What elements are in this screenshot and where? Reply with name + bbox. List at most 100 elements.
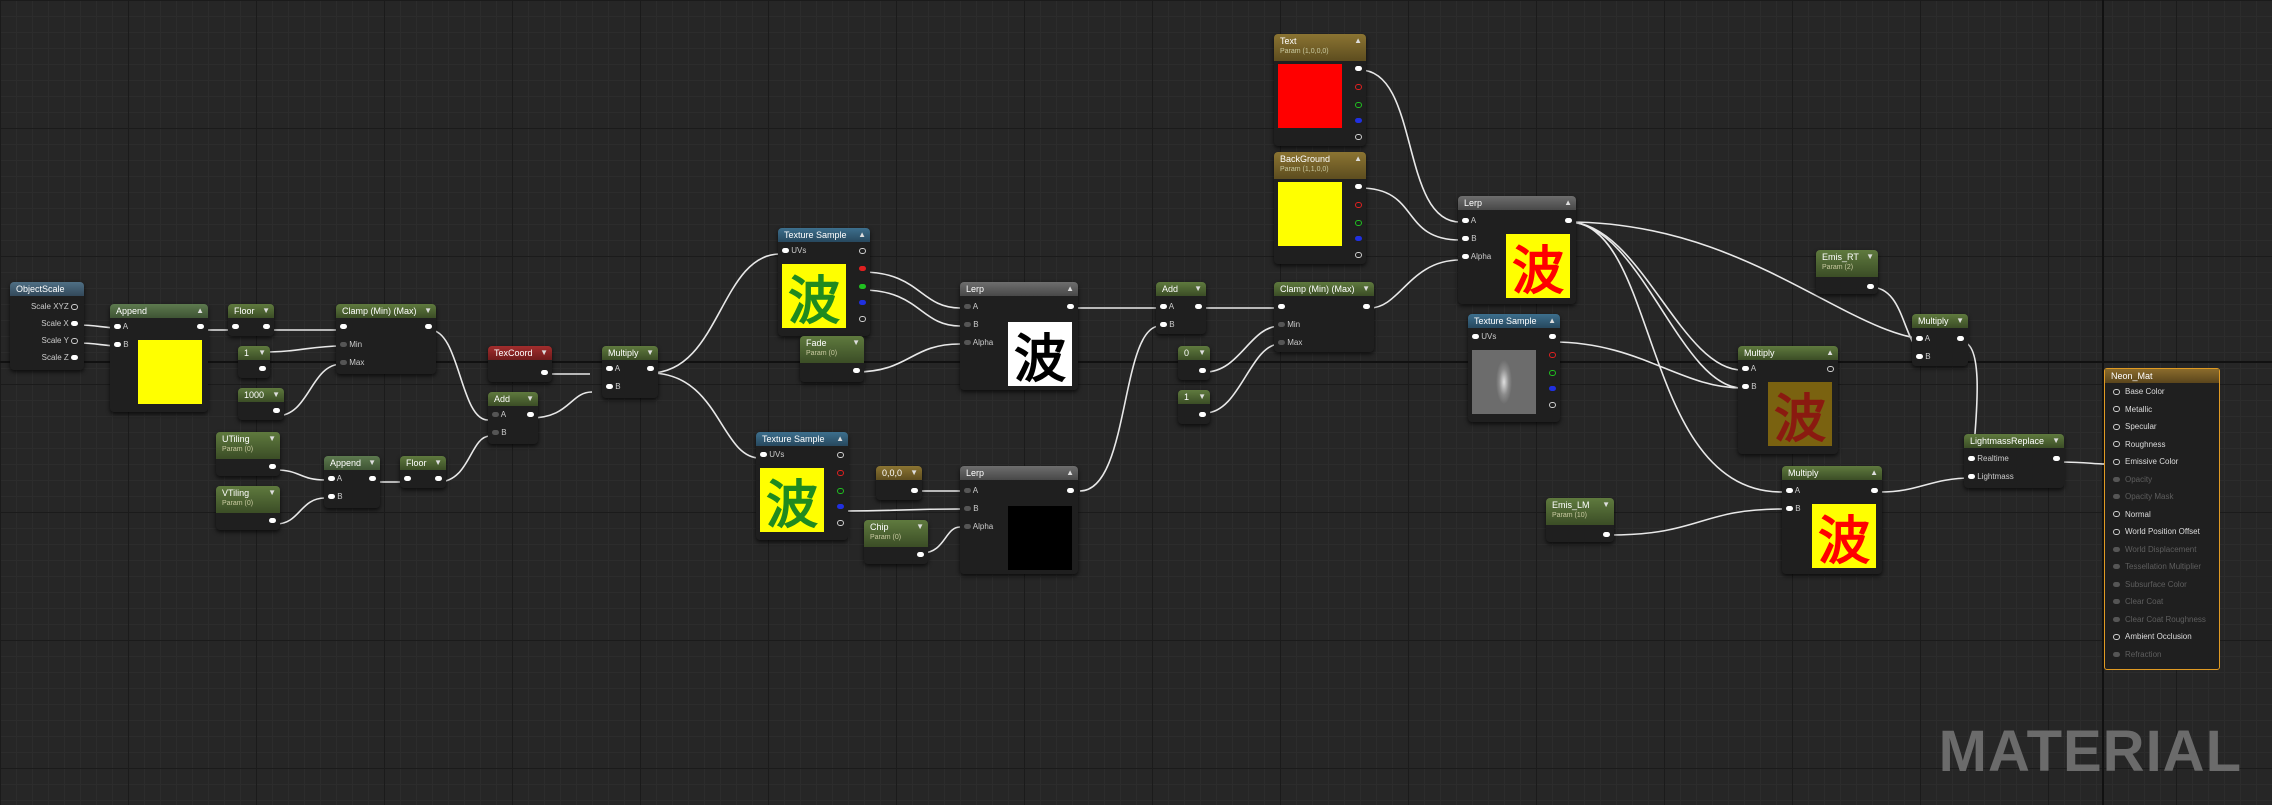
output-pin-icon[interactable] bbox=[1067, 304, 1074, 310]
output-pin-icon[interactable] bbox=[269, 464, 276, 470]
collapse-icon[interactable]: ▼ bbox=[424, 306, 432, 315]
output-pin-icon[interactable] bbox=[273, 408, 280, 414]
output-rgb-pin-icon[interactable] bbox=[859, 247, 866, 254]
pin-icon[interactable] bbox=[1278, 304, 1285, 310]
output-pin-icon[interactable] bbox=[1827, 365, 1834, 372]
pin-icon[interactable] bbox=[492, 412, 499, 418]
collapse-icon[interactable]: ▲ bbox=[1354, 154, 1362, 163]
output-g-pin-icon[interactable] bbox=[1549, 369, 1556, 376]
output-pin-icon[interactable] bbox=[259, 366, 266, 372]
material-input-row[interactable]: World Displacement bbox=[2113, 545, 2196, 554]
pin-icon[interactable] bbox=[606, 384, 613, 390]
add-node-1[interactable]: Add▼ A B bbox=[488, 392, 538, 444]
material-input-pin-icon[interactable] bbox=[2113, 581, 2120, 587]
output-pin-icon[interactable] bbox=[1867, 284, 1874, 290]
lerp-node-3[interactable]: Lerp▲ A B Alpha 波 bbox=[1458, 196, 1576, 304]
collapse-icon[interactable]: ▼ bbox=[268, 434, 276, 443]
collapse-icon[interactable]: ▼ bbox=[268, 488, 276, 497]
output-pin-icon[interactable] bbox=[1871, 488, 1878, 494]
output-pin-icon[interactable] bbox=[1603, 532, 1610, 538]
collapse-icon[interactable]: ▲ bbox=[836, 434, 844, 443]
constant-node-1b[interactable]: 1▼ bbox=[1178, 390, 1210, 424]
output-pin-icon[interactable] bbox=[527, 412, 534, 418]
output-a-pin-icon[interactable] bbox=[1549, 401, 1556, 408]
output-a-pin-icon[interactable] bbox=[1355, 133, 1362, 140]
pin-icon[interactable] bbox=[71, 355, 78, 361]
objectscale-node[interactable]: ObjectScale Scale XYZ Scale X Scale Y Sc… bbox=[10, 282, 84, 370]
pin-icon[interactable] bbox=[1278, 322, 1285, 328]
collapse-icon[interactable]: ▲ bbox=[1870, 468, 1878, 477]
output-rgb-pin-icon[interactable] bbox=[1549, 334, 1556, 340]
output-pin-icon[interactable] bbox=[1565, 218, 1572, 224]
pin-icon[interactable] bbox=[492, 430, 499, 436]
material-input-row[interactable]: Roughness bbox=[2113, 440, 2165, 449]
collapse-icon[interactable]: ▼ bbox=[1194, 284, 1202, 293]
multiply-node-3[interactable]: Multiply▲ A B 波 bbox=[1782, 466, 1882, 574]
material-input-row[interactable]: Emissive Color bbox=[2113, 457, 2178, 466]
multiply-node-1[interactable]: Multiply▼ A B bbox=[602, 346, 658, 398]
collapse-icon[interactable]: ▲ bbox=[858, 230, 866, 239]
collapse-icon[interactable]: ▼ bbox=[1866, 252, 1874, 261]
output-r-pin-icon[interactable] bbox=[837, 469, 844, 476]
texture-sample-node-3[interactable]: Texture Sample▲ UVs bbox=[1468, 314, 1560, 422]
pin-icon[interactable] bbox=[1916, 354, 1923, 360]
pin-icon[interactable] bbox=[964, 488, 971, 494]
output-g-pin-icon[interactable] bbox=[1355, 219, 1362, 226]
collapse-icon[interactable]: ▼ bbox=[646, 348, 654, 357]
material-input-pin-icon[interactable] bbox=[2113, 511, 2120, 518]
append-node-2[interactable]: Append▼ A B bbox=[324, 456, 380, 508]
collapse-icon[interactable]: ▼ bbox=[1198, 348, 1206, 357]
texture-sample-node-2[interactable]: Texture Sample▲ UVs 波 bbox=[756, 432, 848, 540]
material-input-pin-icon[interactable] bbox=[2113, 633, 2120, 640]
pin-icon[interactable] bbox=[1160, 304, 1167, 310]
collapse-icon[interactable]: ▲ bbox=[1066, 468, 1074, 477]
material-input-row[interactable]: Opacity Mask bbox=[2113, 492, 2173, 501]
material-input-pin-icon[interactable] bbox=[2113, 528, 2120, 535]
collapse-icon[interactable]: ▼ bbox=[540, 348, 548, 357]
output-pin-icon[interactable] bbox=[1067, 488, 1074, 494]
output-pin-icon[interactable] bbox=[917, 552, 924, 558]
material-input-row[interactable]: Base Color bbox=[2113, 387, 2165, 396]
material-input-pin-icon[interactable] bbox=[2113, 494, 2120, 500]
collapse-icon[interactable]: ▼ bbox=[2052, 436, 2060, 445]
pin-icon[interactable] bbox=[1462, 254, 1469, 260]
collapse-icon[interactable]: ▼ bbox=[526, 394, 534, 403]
output-pin-icon[interactable] bbox=[1355, 66, 1362, 72]
collapse-icon[interactable]: ▼ bbox=[1602, 500, 1610, 509]
output-g-pin-icon[interactable] bbox=[837, 487, 844, 494]
output-pin-icon[interactable] bbox=[435, 476, 442, 482]
material-input-pin-icon[interactable] bbox=[2113, 651, 2120, 657]
clamp-node-1[interactable]: Clamp (Min) (Max)▼ Min Max bbox=[336, 304, 436, 374]
collapse-icon[interactable]: ▼ bbox=[262, 306, 270, 315]
output-pin-icon[interactable] bbox=[853, 368, 860, 374]
pin-icon[interactable] bbox=[71, 321, 78, 327]
pin-icon[interactable] bbox=[404, 476, 411, 482]
collapse-icon[interactable]: ▼ bbox=[258, 348, 266, 357]
material-input-pin-icon[interactable] bbox=[2113, 441, 2120, 448]
pin-icon[interactable] bbox=[114, 342, 121, 348]
collapse-icon[interactable]: ▲ bbox=[196, 306, 204, 315]
material-input-pin-icon[interactable] bbox=[2113, 564, 2120, 570]
pin-icon[interactable] bbox=[1968, 456, 1975, 462]
collapse-icon[interactable]: ▼ bbox=[852, 338, 860, 347]
material-input-row[interactable]: Metallic bbox=[2113, 405, 2152, 414]
output-pin-icon[interactable] bbox=[1199, 368, 1206, 374]
pin-icon[interactable] bbox=[114, 324, 121, 330]
output-pin-icon[interactable] bbox=[425, 324, 432, 330]
output-a-pin-icon[interactable] bbox=[859, 315, 866, 322]
pin-icon[interactable] bbox=[1916, 336, 1923, 342]
pin-icon[interactable] bbox=[1160, 322, 1167, 328]
output-pin-icon[interactable] bbox=[541, 370, 548, 376]
pin-icon[interactable] bbox=[328, 494, 335, 500]
output-b-pin-icon[interactable] bbox=[859, 300, 866, 306]
pin-icon[interactable] bbox=[964, 340, 971, 346]
constant-node-000[interactable]: 0,0,0▼ bbox=[876, 466, 922, 500]
output-rgb-pin-icon[interactable] bbox=[837, 451, 844, 458]
material-input-pin-icon[interactable] bbox=[2113, 476, 2120, 482]
pin-icon[interactable] bbox=[964, 304, 971, 310]
